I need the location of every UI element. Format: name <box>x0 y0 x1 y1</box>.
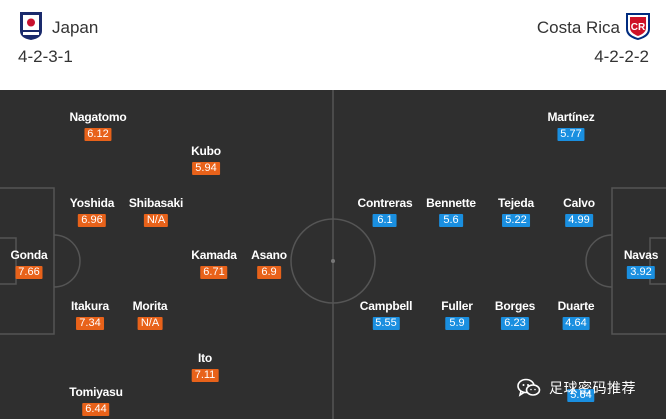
player-rating: 6.44 <box>82 403 110 416</box>
player-name: Itakura <box>71 299 109 313</box>
pitch-lines <box>0 90 666 419</box>
player-rating: N/A <box>143 214 169 227</box>
costa-rica-crest-icon: CR <box>626 13 650 40</box>
player-costarica-borges[interactable]: Borges 6.23 <box>495 299 535 331</box>
player-name: Ito <box>197 351 213 365</box>
player-costarica-contreras[interactable]: Contreras 6.1 <box>358 196 413 228</box>
away-team-name: Costa Rica <box>536 18 620 37</box>
player-rating: 5.64 <box>567 389 595 402</box>
home-formation: 4-2-3-1 <box>18 47 73 66</box>
watermark-text: 足球密码推荐 <box>549 381 636 397</box>
player-name: Tejeda <box>498 196 534 210</box>
player-japan-itakura[interactable]: Itakura 7.34 <box>71 299 109 331</box>
svg-text:CR: CR <box>631 22 646 33</box>
player-name: Gonda <box>10 248 48 262</box>
player-name: Calvo <box>563 196 595 210</box>
player-name: Borges <box>494 299 536 313</box>
wechat-icon <box>517 378 541 397</box>
watermark: 足球密码推荐 <box>517 378 636 398</box>
player-rating: 7.34 <box>76 317 104 330</box>
player-rating: N/A <box>137 317 163 330</box>
player-rating: 3.92 <box>627 266 655 279</box>
player-japan-kubo[interactable]: Kubo 5.94 <box>191 144 221 176</box>
player-japan-gonda[interactable]: Gonda 7.66 <box>11 248 48 280</box>
player-rating: 5.22 <box>502 214 530 227</box>
player-japan-shibasaki[interactable]: Shibasaki N/A <box>129 196 183 228</box>
player-rating: 4.99 <box>565 214 593 227</box>
player-name: Yoshida <box>69 196 115 210</box>
player-name: Bennette <box>426 196 476 210</box>
player-name: Tomiyasu <box>69 385 123 399</box>
player-name: Nagatomo <box>69 110 127 124</box>
player-rating: 5.55 <box>372 317 400 330</box>
player-japan-asano[interactable]: Asano 6.9 <box>251 248 287 280</box>
player-costarica-martinez[interactable]: Martínez 5.77 <box>547 110 595 142</box>
player-rating: 6.96 <box>78 214 106 227</box>
player-japan-tomiyasu[interactable]: Tomiyasu 6.44 <box>69 385 123 417</box>
player-costarica-unnamed[interactable]: 5.64 <box>567 385 595 403</box>
player-name: Asano <box>251 248 287 262</box>
japan-crest-icon <box>20 12 42 40</box>
player-costarica-navas[interactable]: Navas 3.92 <box>624 248 658 280</box>
player-rating: 7.11 <box>191 369 219 382</box>
player-rating: 6.23 <box>501 317 529 330</box>
player-name: Duarte <box>557 299 595 313</box>
player-name: Fuller <box>441 299 473 313</box>
pitch: Gonda 7.66 Nagatomo 6.12 Yoshida 6.96 It… <box>0 90 666 419</box>
player-name: Contreras <box>357 196 413 210</box>
player-costarica-tejeda[interactable]: Tejeda 5.22 <box>498 196 534 228</box>
player-rating: 5.6 <box>439 214 463 227</box>
player-japan-kamada[interactable]: Kamada 6.71 <box>191 248 237 280</box>
player-rating: 6.71 <box>200 266 228 279</box>
player-rating: 6.9 <box>257 266 281 279</box>
player-name: Kubo <box>191 144 221 158</box>
player-japan-morita[interactable]: Morita N/A <box>133 299 168 331</box>
player-japan-yoshida[interactable]: Yoshida 6.96 <box>70 196 114 228</box>
player-name: Navas <box>623 248 659 262</box>
player-rating: 6.12 <box>84 128 112 141</box>
player-rating: 5.77 <box>557 128 585 141</box>
player-japan-ito[interactable]: Ito 7.11 <box>191 351 219 383</box>
player-name: Kamada <box>191 248 237 262</box>
player-costarica-fuller[interactable]: Fuller 5.9 <box>441 299 473 331</box>
player-costarica-bennette[interactable]: Bennette 5.6 <box>426 196 476 228</box>
player-costarica-campbell[interactable]: Campbell 5.55 <box>360 299 412 331</box>
player-japan-nagatomo[interactable]: Nagatomo 6.12 <box>69 110 127 142</box>
away-formation: 4-2-2-2 <box>594 47 649 66</box>
match-header: Japan 4-2-3-1 Costa Rica 4-2-2-2 CR <box>0 0 666 90</box>
player-rating: 6.1 <box>372 214 397 227</box>
player-name: Shibasaki <box>128 196 184 210</box>
player-rating: 7.66 <box>15 266 43 279</box>
player-name: Campbell <box>359 299 413 313</box>
player-costarica-calvo[interactable]: Calvo 4.99 <box>563 196 595 228</box>
player-name: Morita <box>132 299 168 313</box>
player-rating: 5.9 <box>444 317 469 330</box>
player-costarica-duarte[interactable]: Duarte 4.64 <box>558 299 595 331</box>
home-team-name: Japan <box>52 18 99 37</box>
player-rating: 4.64 <box>562 317 590 330</box>
player-name: Martínez <box>547 110 595 124</box>
player-rating: 5.94 <box>192 162 220 175</box>
